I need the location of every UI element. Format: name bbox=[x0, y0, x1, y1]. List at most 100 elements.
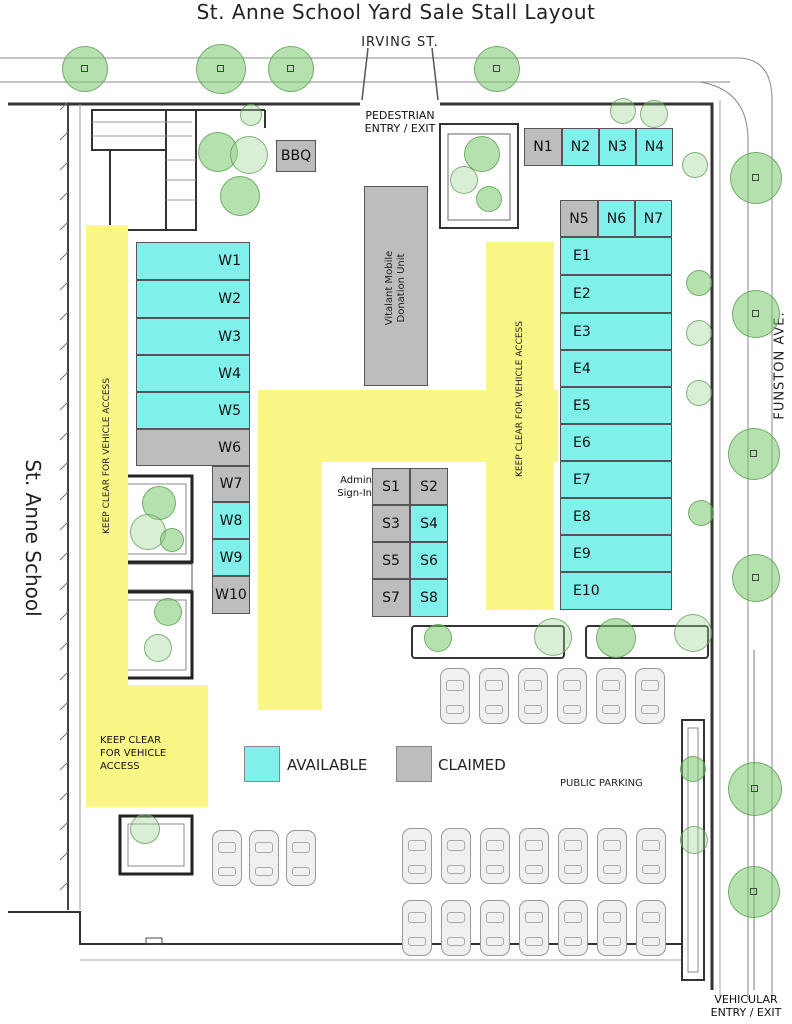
parked-car bbox=[249, 830, 279, 886]
parked-car bbox=[440, 668, 470, 724]
stall-s3[interactable]: S3 bbox=[372, 505, 410, 542]
tree-icon bbox=[160, 528, 184, 552]
stall-e6[interactable]: E6 bbox=[560, 424, 672, 461]
stall-n5[interactable]: N5 bbox=[560, 200, 598, 237]
street-tree-icon bbox=[730, 152, 782, 204]
tree-icon bbox=[450, 166, 478, 194]
parked-car bbox=[479, 668, 509, 724]
parked-car bbox=[636, 900, 666, 956]
parked-car bbox=[402, 828, 432, 884]
tree-icon bbox=[144, 634, 172, 662]
tree-icon bbox=[464, 136, 500, 172]
stall-w10[interactable]: W10 bbox=[212, 576, 250, 614]
street-tree-icon bbox=[728, 866, 780, 918]
street-tree-icon bbox=[732, 290, 780, 338]
vehicular-entry-label: VEHICULAR ENTRY / EXIT bbox=[710, 993, 782, 1019]
stall-e3[interactable]: E3 bbox=[560, 313, 672, 350]
stall-w6[interactable]: W6 bbox=[136, 429, 250, 466]
stall-s6[interactable]: S6 bbox=[410, 542, 448, 579]
pedestrian-entry-label: PEDESTRIAN ENTRY / EXIT bbox=[364, 109, 436, 135]
tree-icon bbox=[640, 100, 668, 128]
donation-unit-label: Vitalant Mobile Donation Unit bbox=[384, 250, 407, 326]
stall-w3[interactable]: W3 bbox=[136, 318, 250, 355]
parked-car bbox=[402, 900, 432, 956]
parked-car bbox=[558, 828, 588, 884]
keep-clear-zone-southwest bbox=[86, 685, 208, 807]
legend-claimed-swatch bbox=[396, 746, 432, 782]
stall-e1[interactable]: E1 bbox=[560, 237, 672, 275]
stall-n3[interactable]: N3 bbox=[599, 128, 636, 166]
parked-car bbox=[558, 900, 588, 956]
street-tree-icon bbox=[196, 44, 246, 94]
tree-icon bbox=[220, 176, 260, 216]
stall-s1[interactable]: S1 bbox=[372, 468, 410, 505]
tree-icon bbox=[686, 320, 712, 346]
tree-icon bbox=[240, 104, 262, 126]
stall-w1[interactable]: W1 bbox=[136, 242, 250, 280]
tree-icon bbox=[130, 814, 160, 844]
street-tree-icon bbox=[732, 554, 780, 602]
stall-w7[interactable]: W7 bbox=[212, 466, 250, 502]
school-building-label: St. Anne School bbox=[21, 459, 45, 617]
stall-s4[interactable]: S4 bbox=[410, 505, 448, 542]
tree-icon bbox=[680, 826, 708, 854]
stall-n6[interactable]: N6 bbox=[598, 200, 635, 237]
parked-car bbox=[480, 900, 510, 956]
parked-car bbox=[286, 830, 316, 886]
street-tree-icon bbox=[728, 428, 780, 480]
keep-clear-label-southwest: KEEP CLEAR FOR VEHICLE ACCESS bbox=[100, 735, 167, 772]
parked-car bbox=[212, 830, 242, 886]
tree-icon bbox=[680, 756, 706, 782]
stall-n7[interactable]: N7 bbox=[635, 200, 672, 237]
stall-w5[interactable]: W5 bbox=[136, 392, 250, 429]
stall-e10[interactable]: E10 bbox=[560, 572, 672, 610]
stall-w8[interactable]: W8 bbox=[212, 502, 250, 539]
tree-icon bbox=[230, 136, 268, 174]
tree-icon bbox=[424, 624, 452, 652]
stall-e9[interactable]: E9 bbox=[560, 535, 672, 572]
stall-s7[interactable]: S7 bbox=[372, 579, 410, 617]
keep-clear-zone-east bbox=[486, 242, 554, 610]
tree-icon bbox=[154, 598, 182, 626]
stall-e4[interactable]: E4 bbox=[560, 350, 672, 387]
legend-available-label: AVAILABLE bbox=[287, 756, 368, 774]
stall-s8[interactable]: S8 bbox=[410, 579, 448, 617]
stall-w9[interactable]: W9 bbox=[212, 539, 250, 576]
legend-claimed-label: CLAIMED bbox=[438, 756, 506, 774]
keep-clear-label-west: KEEP CLEAR FOR VEHICLE ACCESS bbox=[102, 378, 112, 534]
parked-car bbox=[597, 828, 627, 884]
stall-w4[interactable]: W4 bbox=[136, 355, 250, 392]
stall-s2[interactable]: S2 bbox=[410, 468, 448, 505]
stall-s5[interactable]: S5 bbox=[372, 542, 410, 579]
legend-available-swatch bbox=[244, 746, 280, 782]
parked-car bbox=[597, 900, 627, 956]
stall-w2[interactable]: W2 bbox=[136, 280, 250, 318]
stall-e2[interactable]: E2 bbox=[560, 275, 672, 313]
bbq-area: BBQ bbox=[276, 140, 316, 172]
street-tree-icon bbox=[728, 762, 782, 816]
parked-car bbox=[480, 828, 510, 884]
public-parking-label: PUBLIC PARKING bbox=[560, 778, 643, 789]
stall-n1[interactable]: N1 bbox=[524, 128, 562, 166]
parked-car bbox=[518, 668, 548, 724]
tree-icon bbox=[610, 98, 636, 124]
stall-e5[interactable]: E5 bbox=[560, 387, 672, 424]
tree-icon bbox=[686, 380, 712, 406]
parked-car bbox=[519, 900, 549, 956]
stall-n2[interactable]: N2 bbox=[562, 128, 599, 166]
parked-car bbox=[636, 828, 666, 884]
stall-e8[interactable]: E8 bbox=[560, 498, 672, 535]
tree-icon bbox=[534, 618, 572, 656]
parked-car bbox=[441, 828, 471, 884]
street-tree-icon bbox=[268, 46, 314, 92]
map-title: St. Anne School Yard Sale Stall Layout bbox=[196, 0, 596, 24]
tree-icon bbox=[686, 270, 712, 296]
street-irving-label: IRVING ST. bbox=[361, 35, 439, 50]
street-tree-icon bbox=[62, 46, 108, 92]
tree-icon bbox=[476, 186, 502, 212]
stall-n4[interactable]: N4 bbox=[636, 128, 673, 166]
stall-e7[interactable]: E7 bbox=[560, 461, 672, 498]
parked-car bbox=[635, 668, 665, 724]
street-tree-icon bbox=[474, 46, 520, 92]
tree-icon bbox=[674, 614, 712, 652]
